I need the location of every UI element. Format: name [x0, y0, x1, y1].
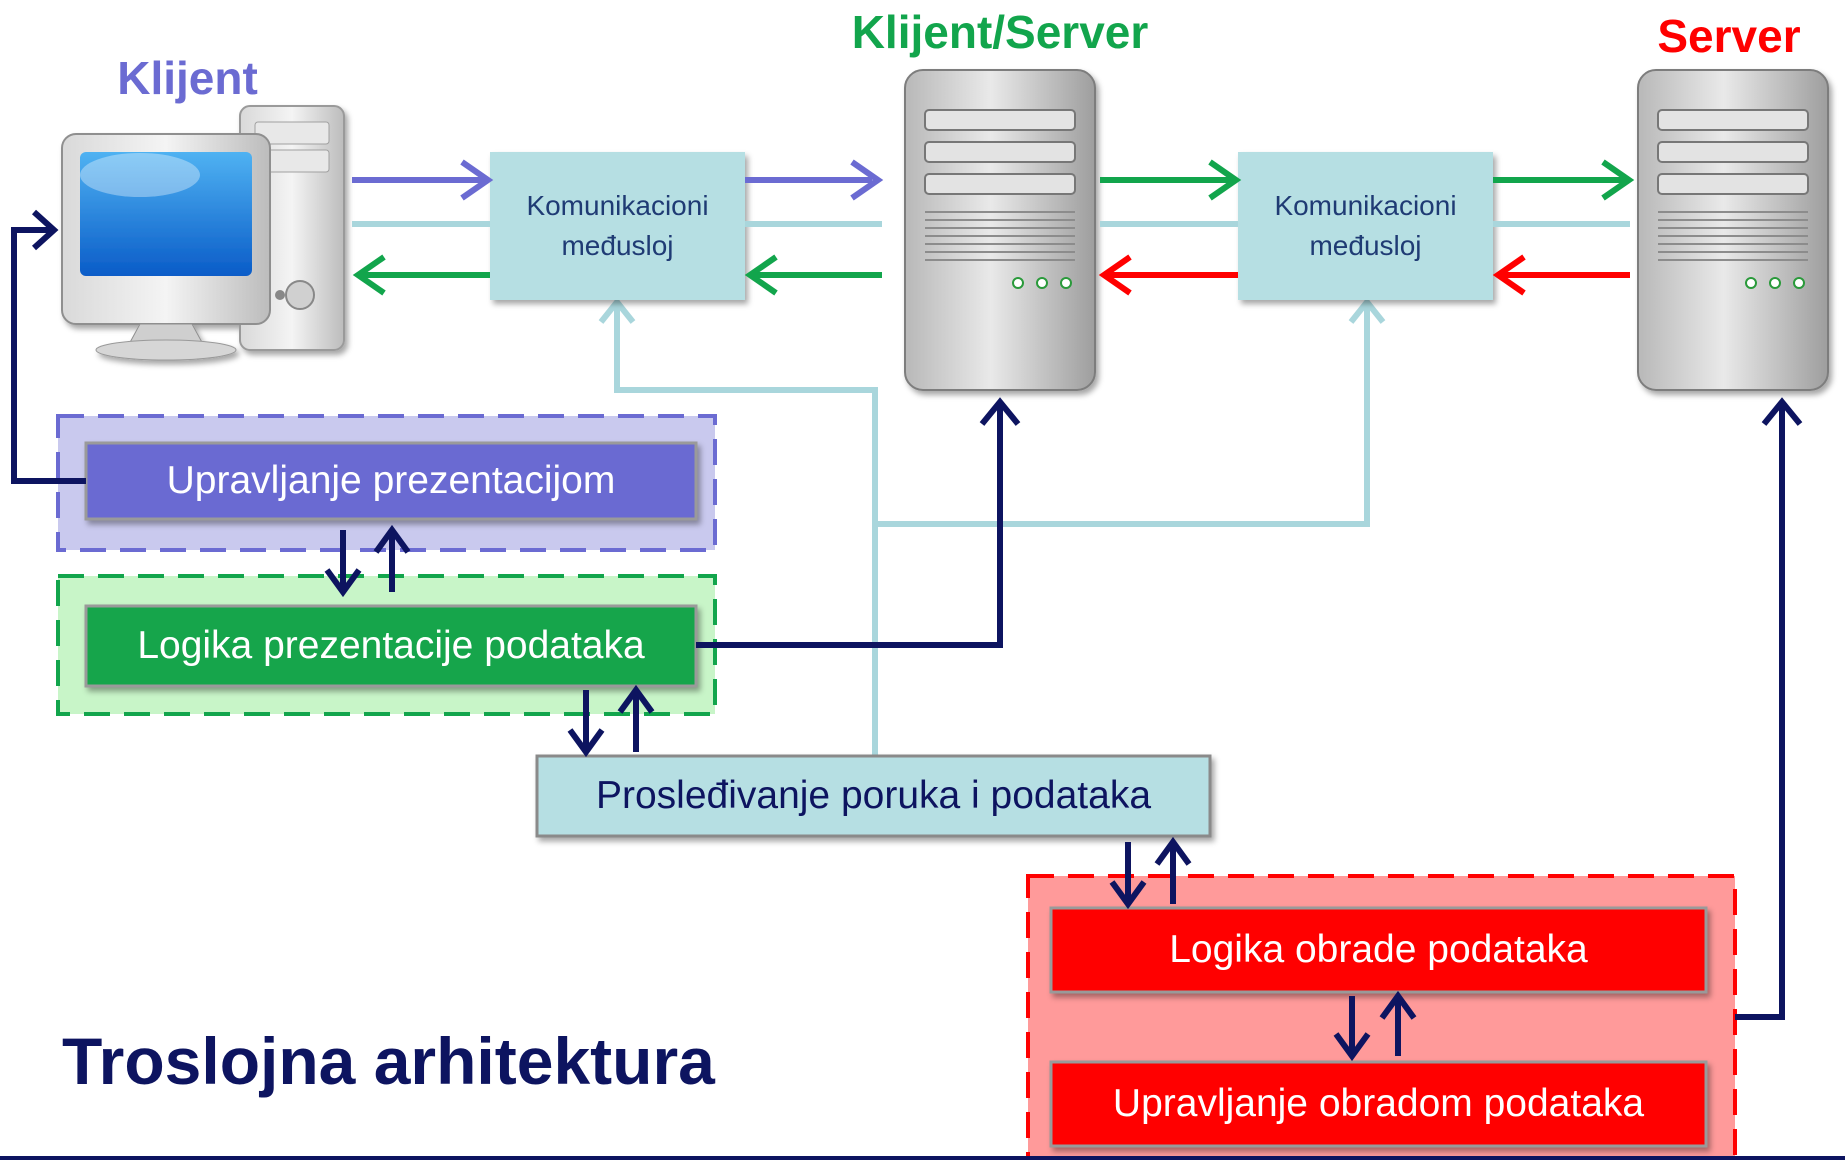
link-forwarding-left-middleware [614, 305, 878, 757]
server-label: Server [1657, 10, 1801, 62]
middleware-right-line1: Komunikacioni [1274, 190, 1457, 221]
presentation-management-box: Upravljanje prezentacijom [166, 459, 616, 502]
left-communication-arrows [352, 159, 884, 296]
message-forwarding-box: Prosleđivanje poruka i podataka [595, 774, 1152, 817]
server-tower-icon [1637, 69, 1829, 391]
navy-connectors [11, 209, 1803, 1062]
forwarding-link-arrowheads [598, 297, 1386, 324]
client-server-label: Klijent/Server [851, 6, 1149, 58]
forwarding-links [614, 305, 1370, 757]
client-label: Klijent [117, 52, 258, 104]
link-forwarding-right-middleware [875, 305, 1370, 527]
middleware-left-label: Komunikacioni međusloj [490, 152, 745, 300]
processing-management-box: Upravljanje obradom podataka [1112, 1082, 1645, 1125]
middleware-box-left [490, 152, 745, 300]
middleware-left-line1: Komunikacioni [526, 190, 709, 221]
diagram-title: Troslojna arhitektura [62, 1024, 715, 1098]
bottom-rule [0, 1156, 1845, 1160]
presentation-logic-box: Logika prezentacije podataka [137, 624, 645, 667]
right-communication-arrows [1098, 159, 1635, 296]
middleware-right-label: Komunikacioni međusloj [1238, 152, 1493, 300]
processing-logic-box: Logika obrade podataka [1169, 928, 1588, 971]
middleware-right-line2: međusloj [1309, 230, 1422, 261]
middleware-left-line2: međusloj [561, 230, 674, 261]
middleware-box-right [1238, 152, 1493, 300]
client-server-tower-icon [904, 69, 1096, 391]
client-computer-icon [61, 105, 345, 361]
